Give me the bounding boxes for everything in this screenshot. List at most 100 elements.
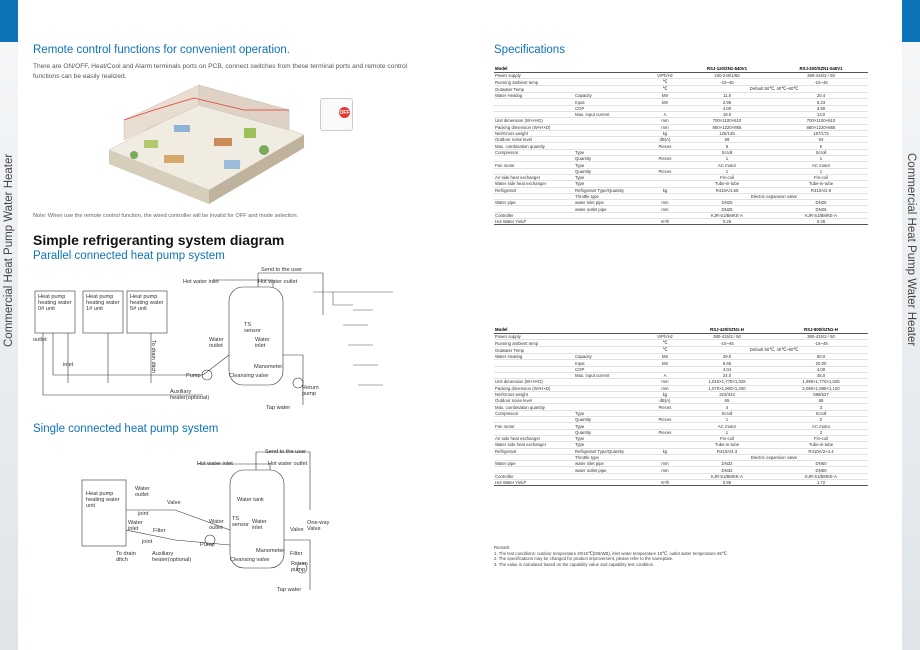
parallel-hp1: Heat pump heating water 1# unit (86, 294, 120, 312)
table-cell: dB(A) (650, 136, 680, 144)
table-cell (650, 473, 680, 481)
right-page-number: 58 (904, 22, 917, 34)
single-tank: Water tank (237, 497, 264, 503)
table-cell: 125/145 (680, 130, 774, 138)
table-cell (574, 391, 650, 399)
table-cell: Outwater Temp (494, 85, 574, 94)
table-cell: 1,995×1,770×1,025 (774, 378, 868, 386)
table-cell (650, 454, 680, 462)
table-cell: Controller (494, 473, 574, 481)
table-cell: Max. combination quantity (494, 142, 574, 150)
table-cell (494, 366, 574, 374)
table-cell: AC motor (774, 422, 868, 430)
table-cell: kW (650, 359, 680, 367)
table-cell: 4.00 (680, 105, 774, 113)
table-cell: Type (574, 174, 650, 182)
table-cell: Air side heat exchanger (494, 174, 574, 182)
table-cell (494, 111, 574, 119)
table-cell: Fan motor (494, 422, 574, 430)
single-send-to-user: Send to the user (265, 449, 307, 455)
table-cell: m³/h (650, 479, 680, 487)
table-cell: 59 (680, 136, 774, 144)
table-cell: Electric expansion valve (680, 193, 868, 201)
table-cell (574, 142, 650, 150)
table-cell: 45.0 (774, 372, 868, 380)
table-cell: A (650, 111, 680, 119)
table-cell: mm (650, 205, 680, 213)
table-cell: 380-415/3 / 50 (774, 333, 868, 341)
table-cell: 380-415/3 / 50 (774, 72, 868, 80)
table-cell (650, 66, 680, 73)
table-cell: 11.8 (680, 92, 774, 100)
table-cell: 39.0 (680, 353, 774, 361)
table-cell: mm (650, 460, 680, 468)
table-cell: ℃ (650, 78, 680, 87)
table-cell: Type (574, 435, 650, 443)
table-cell (574, 397, 650, 405)
table-cell: Pieces (650, 416, 680, 424)
table-cell: -15~46 (680, 78, 774, 87)
table-cell (574, 403, 650, 411)
single-water-inlet: Water inlet (128, 520, 143, 532)
table-cell (574, 378, 650, 386)
table-cell (650, 149, 680, 157)
table-cell: kg (650, 391, 680, 399)
table-cell: Pieces (650, 403, 680, 411)
table-cell: Electric expansion valve (680, 454, 868, 462)
table-cell: water inlet pipe (574, 460, 650, 468)
table-cell: 1,010×1,775×1,026 (680, 378, 774, 386)
table-cell: Fin-coil (774, 174, 868, 182)
table-row: Running ambient temp℃-15~46-15~46 (494, 339, 868, 348)
table-cell (650, 161, 680, 169)
table-cell: mm (650, 117, 680, 125)
table-cell: Packing dimension (W×H×D) (494, 385, 574, 392)
single-valve2: Valve (290, 527, 304, 533)
table-cell: RSJ-800/SZN1-H (774, 327, 868, 334)
table-cell: 20.00 (774, 359, 868, 367)
table-cell (650, 193, 680, 201)
table-cell: Type (574, 149, 650, 157)
table-cell: DN32 (680, 466, 774, 474)
table-cell: kg (650, 187, 680, 194)
table-cell (650, 212, 680, 220)
table-cell: 599/627 (774, 391, 868, 399)
table-cell: Water Heating (494, 353, 574, 361)
table-cell: Throttle type (574, 193, 650, 201)
parallel-aux: Auxiliary heater(optional) (170, 389, 210, 401)
table-cell (650, 410, 680, 418)
table-cell: 1 (680, 155, 774, 163)
right-side-stripe (902, 42, 920, 650)
single-joint2: joint (142, 539, 153, 545)
table-cell: KJR-51/BMKE-A (774, 473, 868, 481)
parallel-hp5: Heat pump heating water 5# unit (130, 294, 164, 312)
table-cell: Controller (494, 212, 574, 220)
right-page-tab (902, 0, 920, 42)
parallel-hot-water-outlet: Hot water outlet (258, 279, 298, 285)
table-cell: mm (650, 378, 680, 386)
table-cell: 18.0 (680, 111, 774, 119)
table-cell: DN25 (680, 205, 774, 213)
table-cell: Default 50℃, 40℃~60℃ (680, 85, 868, 94)
table-cell (574, 473, 650, 481)
table-cell: 2,080×1,895×1,120 (774, 385, 868, 392)
table-cell (650, 366, 680, 374)
table-cell (574, 479, 650, 487)
table-cell (650, 180, 680, 188)
table-cell (494, 205, 574, 213)
table-cell (650, 435, 680, 443)
table-cell: Throttle type (574, 454, 650, 462)
table-cell: KJR-51/BMKE-A (680, 473, 774, 481)
table-cell (494, 105, 574, 113)
parallel-drain: To drain ditch (150, 340, 156, 374)
